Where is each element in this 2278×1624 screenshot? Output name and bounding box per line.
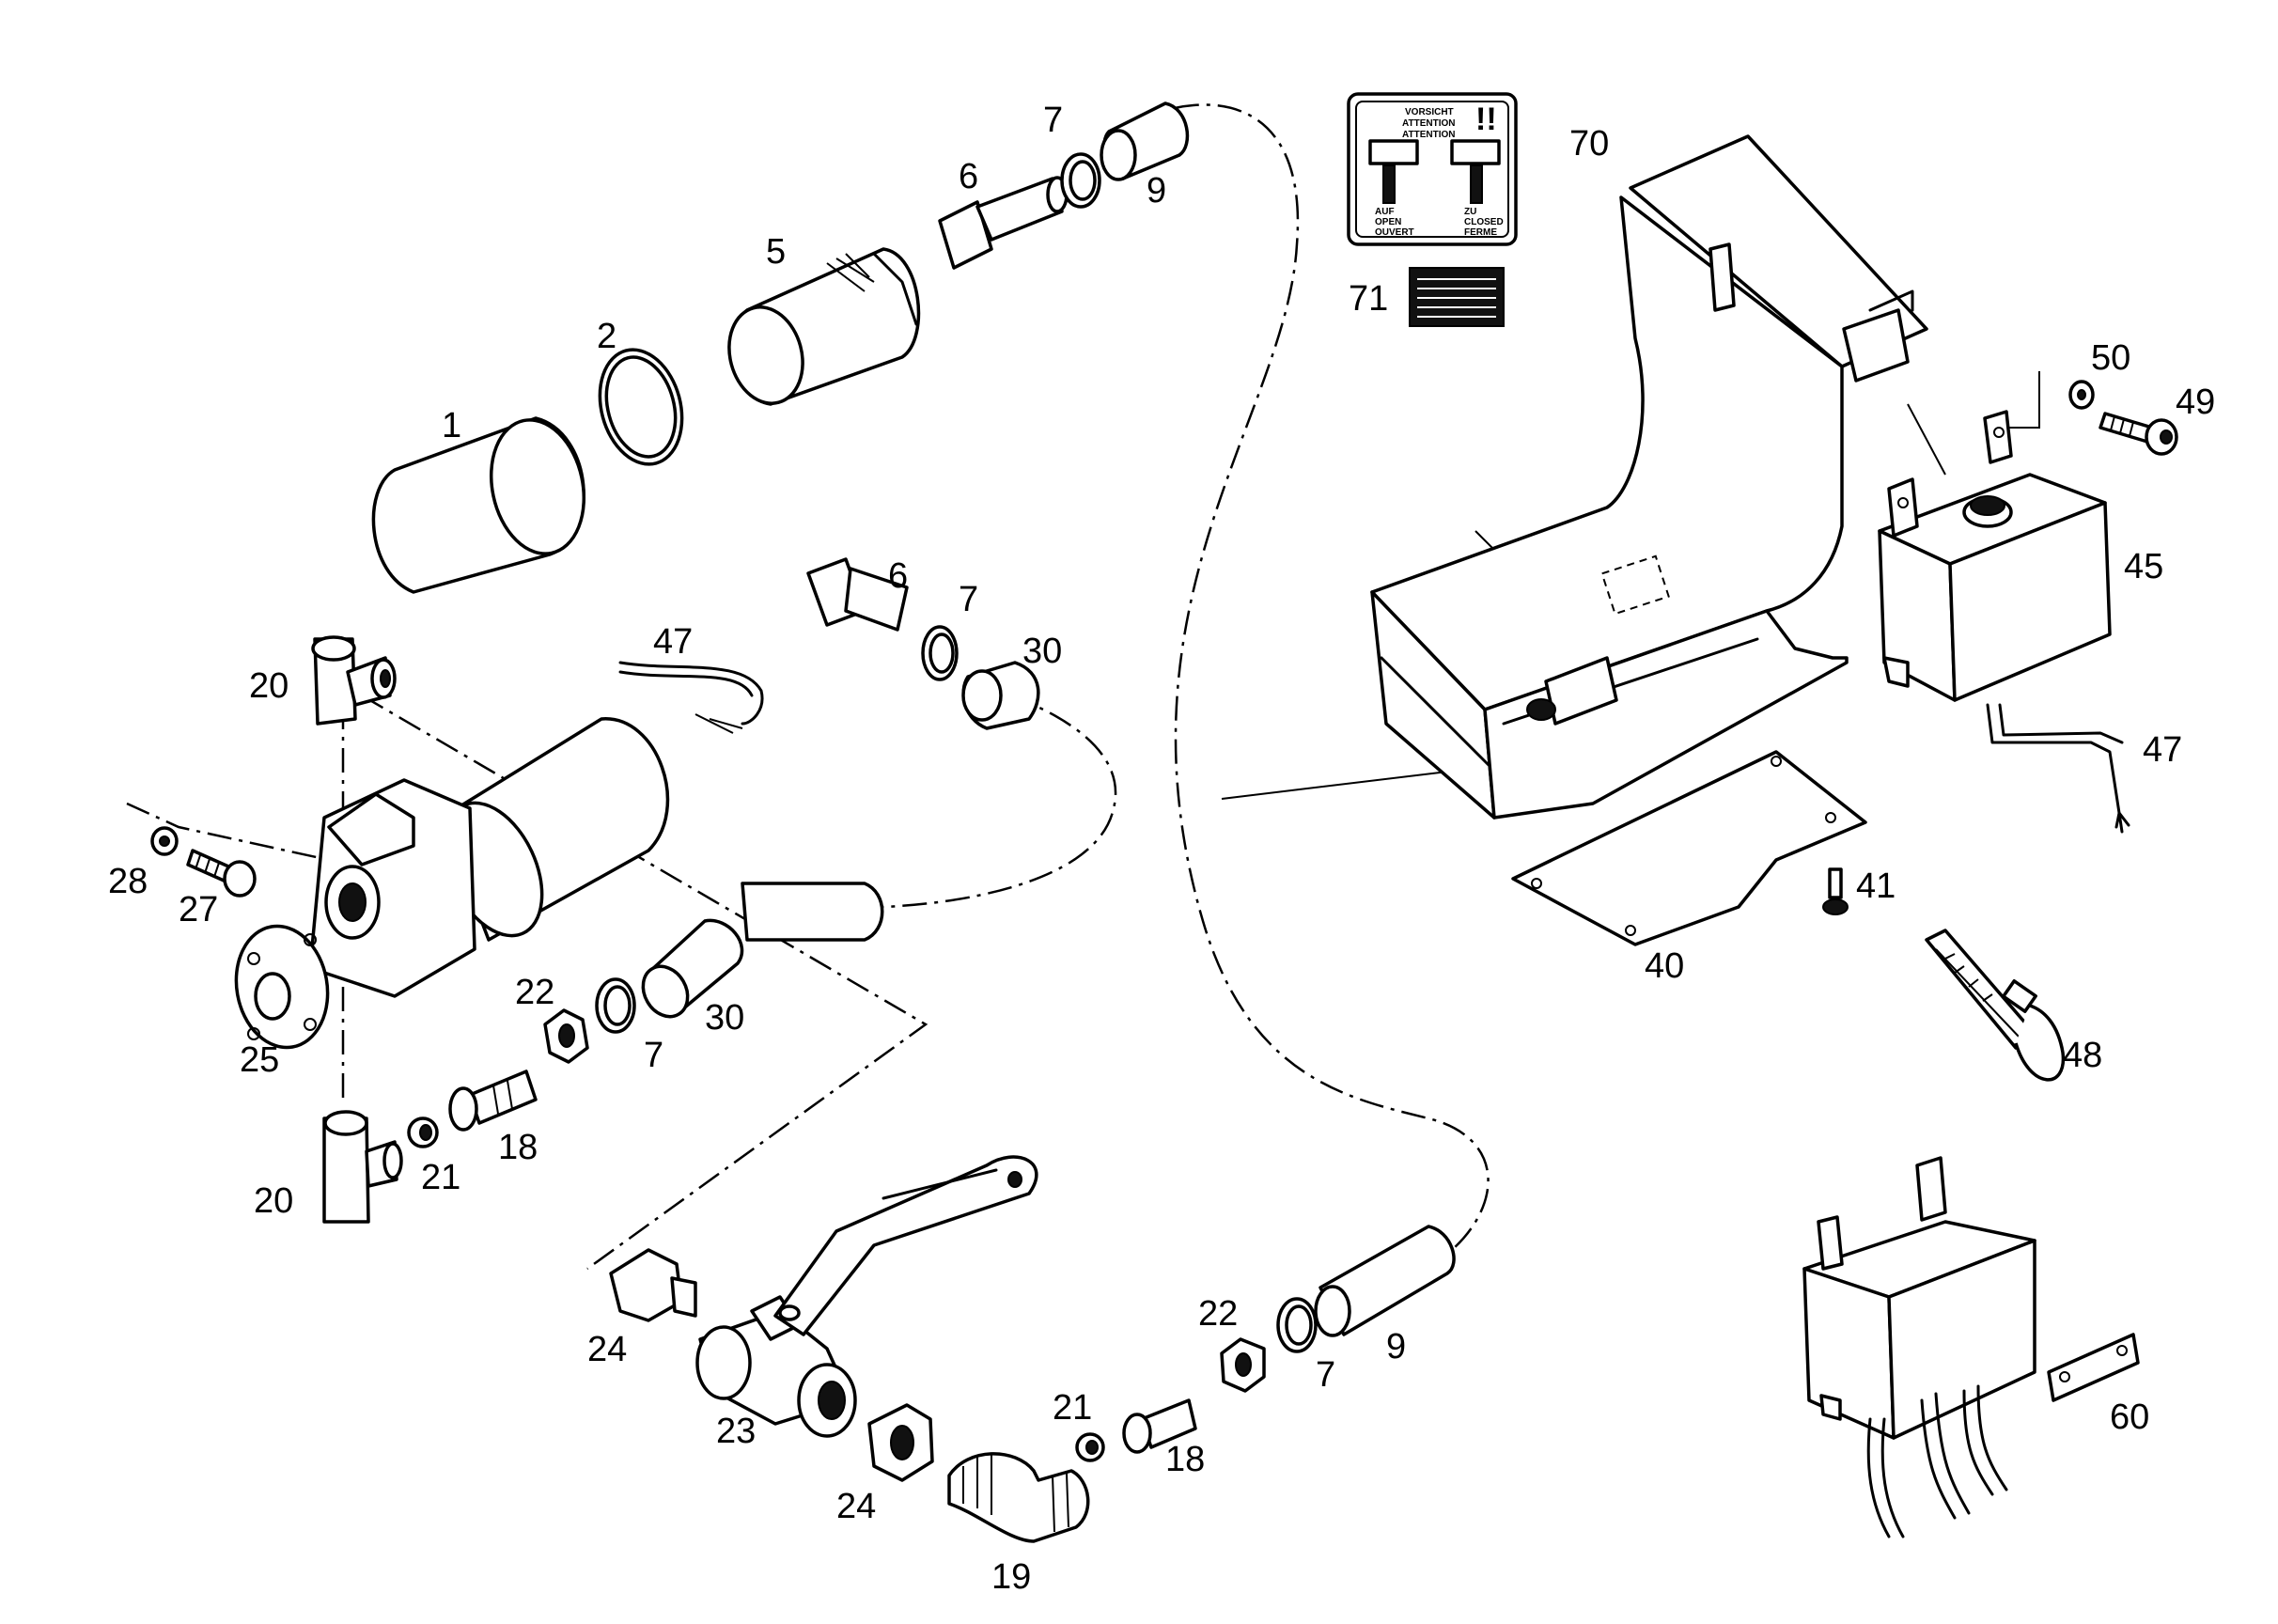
label-open-3: OUVERT: [1375, 227, 1414, 238]
hose-fitting: [938, 176, 1069, 270]
callout-45: 45: [2124, 547, 2163, 586]
label-closed-3: FERME: [1464, 227, 1497, 238]
callout-30-lower: 30: [705, 998, 744, 1038]
junction-box: [1802, 1156, 2036, 1538]
callout-6-mid: 6: [888, 556, 908, 596]
fuel-tank: [1370, 134, 1928, 820]
warning-label: VORSICHT ATTENTION ATTENTION !! AUF OPEN…: [1347, 92, 1518, 246]
callout-50: 50: [2091, 338, 2130, 378]
callout-27: 27: [179, 890, 218, 929]
ferrule: [407, 1116, 439, 1148]
hex-nut: [543, 1008, 589, 1064]
callout-9: 9: [1147, 171, 1166, 211]
callout-7: 7: [1043, 101, 1063, 140]
screw: [1822, 867, 1849, 915]
union-nut-lower: [867, 1403, 934, 1482]
callout-5: 5: [766, 232, 786, 272]
callout-19: 19: [991, 1557, 1031, 1597]
label-closed-2: CLOSED: [1464, 217, 1504, 227]
label-line-1: VORSICHT: [1405, 107, 1454, 117]
callout-70: 70: [1569, 124, 1609, 164]
hose-fitting-mid: [806, 557, 909, 632]
o-ring: [598, 348, 684, 466]
callout-24: 24: [587, 1330, 627, 1369]
callout-21: 21: [421, 1158, 460, 1197]
callout-labels: 1 2 5 6 7 9 70 71 50 49 45 47 6 7 30 47 …: [108, 101, 2215, 1597]
callout-47: 47: [2143, 730, 2182, 770]
hose-clamp-lower: [595, 977, 636, 1034]
filter-cartridge: [371, 416, 586, 594]
callout-28: 28: [108, 862, 148, 901]
callout-47-left: 47: [653, 622, 693, 662]
union-nut: [609, 1248, 697, 1322]
hose-clamp-bottom: [1276, 1297, 1318, 1353]
elbow-fitting: [311, 635, 397, 726]
label-closed-1: ZU: [1464, 207, 1476, 217]
label-open-1: AUF: [1375, 207, 1395, 217]
ferrule-lower: [1075, 1432, 1105, 1462]
callout-7-bottom: 7: [1316, 1355, 1335, 1395]
hose-sleeve-mid: [961, 661, 1040, 730]
callout-2: 2: [597, 317, 616, 356]
callout-60: 60: [2110, 1398, 2149, 1437]
callout-40: 40: [1645, 946, 1684, 986]
wire-lead: [618, 661, 764, 734]
hose-nipple: [448, 1070, 538, 1132]
elbow-fitting-lower: [322, 1110, 403, 1224]
callout-18: 18: [498, 1128, 538, 1167]
callout-7-mid: 7: [959, 580, 978, 619]
callout-21-lower: 21: [1053, 1388, 1092, 1428]
callout-24-lower: 24: [836, 1487, 876, 1526]
washer: [2068, 380, 2095, 410]
ball-valve: [695, 1155, 1038, 1438]
label-exclamation: !!: [1475, 102, 1497, 137]
callout-9-bottom: 9: [1386, 1327, 1406, 1366]
callout-48: 48: [2063, 1036, 2102, 1075]
callout-6: 6: [959, 157, 978, 196]
callout-23: 23: [716, 1412, 756, 1451]
label-line-3: ATTENTION: [1402, 130, 1455, 140]
hose-clamp-mid: [921, 625, 959, 681]
callout-18-lower: 18: [1165, 1440, 1205, 1479]
callout-41: 41: [1856, 867, 1896, 906]
mounting-plate: [1511, 750, 1867, 946]
callout-20: 20: [249, 666, 289, 706]
callout-30: 30: [1022, 632, 1062, 671]
label-line-2: ATTENTION: [1402, 118, 1455, 129]
hose-nipple-lower: [1122, 1398, 1197, 1454]
callout-71: 71: [1349, 279, 1388, 319]
hose-sleeve-bottom: [1314, 1225, 1456, 1337]
bracket: [2047, 1333, 2140, 1402]
pump-motor: [234, 717, 884, 1050]
hex-nut-lower: [1220, 1337, 1266, 1393]
filter-housing: [727, 247, 921, 406]
callout-49: 49: [2176, 383, 2215, 422]
info-plate: [1409, 267, 1505, 327]
elbow-hose: [947, 1452, 1090, 1543]
hose-sleeve: [1100, 102, 1190, 181]
callout-1: 1: [442, 406, 461, 445]
callout-25: 25: [240, 1040, 279, 1080]
bolt: [2099, 412, 2178, 456]
label-open-2: OPEN: [1375, 217, 1401, 227]
cable-tie: [1925, 929, 2066, 1082]
hose-sleeve-lower: [641, 918, 744, 1019]
callout-22: 22: [515, 973, 554, 1012]
callout-22-lower: 22: [1198, 1294, 1238, 1334]
washer-small: [150, 826, 179, 856]
hose-clamp: [1060, 152, 1101, 209]
callout-20-lower: 20: [254, 1181, 293, 1221]
callout-7-lower: 7: [644, 1036, 663, 1075]
hex-bolt: [186, 849, 257, 898]
electrical-box: [1878, 410, 2130, 834]
